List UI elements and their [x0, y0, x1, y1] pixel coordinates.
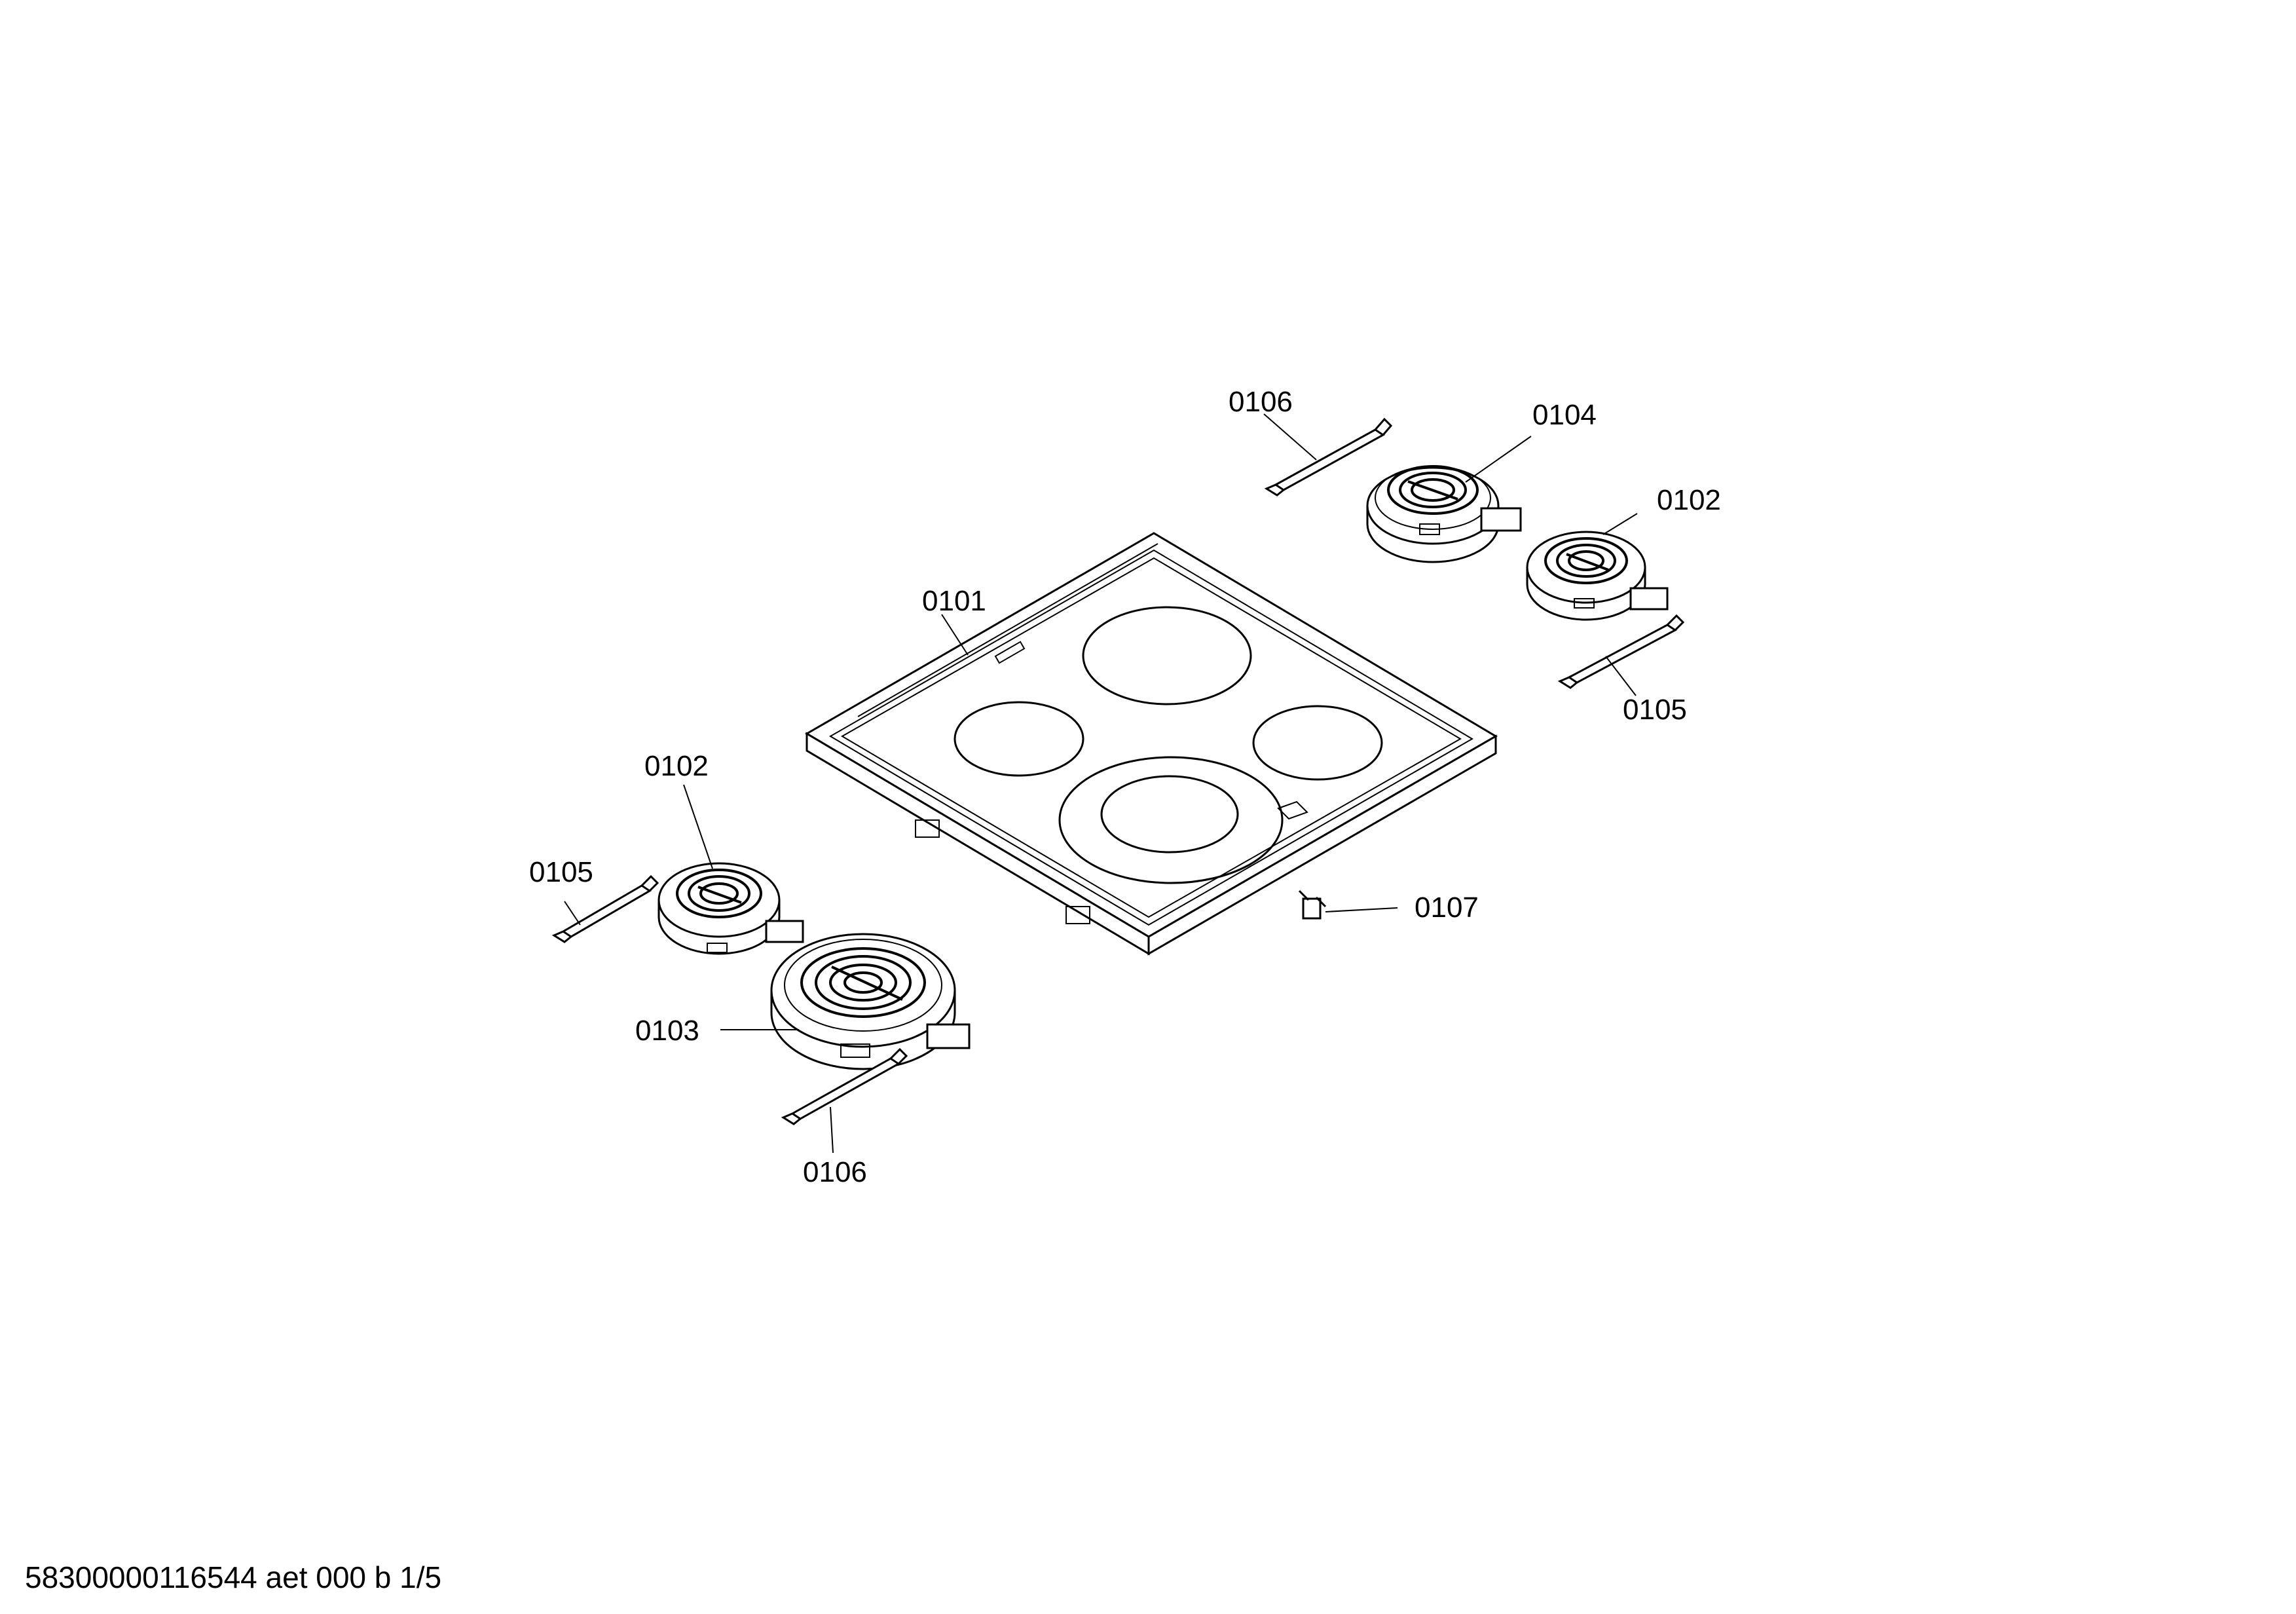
mounting-bracket-0105-left — [551, 874, 659, 943]
callout-0106-upper: 0106 — [1229, 386, 1293, 418]
mounting-bracket-0105-right — [1557, 614, 1685, 689]
burner-element-0102-left — [657, 862, 804, 955]
terminal-connector-0107 — [1298, 890, 1327, 920]
mounting-bracket-0106-lower — [781, 1047, 908, 1125]
burner-element-0103 — [770, 933, 971, 1070]
callout-0105-right: 0105 — [1623, 694, 1687, 726]
mounting-bracket-0106-upper — [1264, 417, 1393, 497]
callout-0101: 0101 — [922, 585, 986, 617]
cooktop-glass-panel — [805, 532, 1498, 956]
document-id-footer: 58300000116544 aet 000 b 1/5 — [25, 1560, 441, 1594]
burner-element-0102-right — [1526, 531, 1669, 621]
callout-0105-left: 0105 — [529, 856, 593, 888]
callout-0107: 0107 — [1415, 891, 1479, 924]
burner-element-0104 — [1366, 465, 1522, 563]
callout-0103: 0103 — [635, 1015, 699, 1047]
leader-lines — [564, 413, 1638, 1154]
callout-0102-right: 0102 — [1657, 484, 1721, 516]
callout-0102-left: 0102 — [644, 750, 709, 782]
callout-0104: 0104 — [1532, 399, 1597, 431]
callout-0106-lower: 0106 — [803, 1156, 867, 1188]
